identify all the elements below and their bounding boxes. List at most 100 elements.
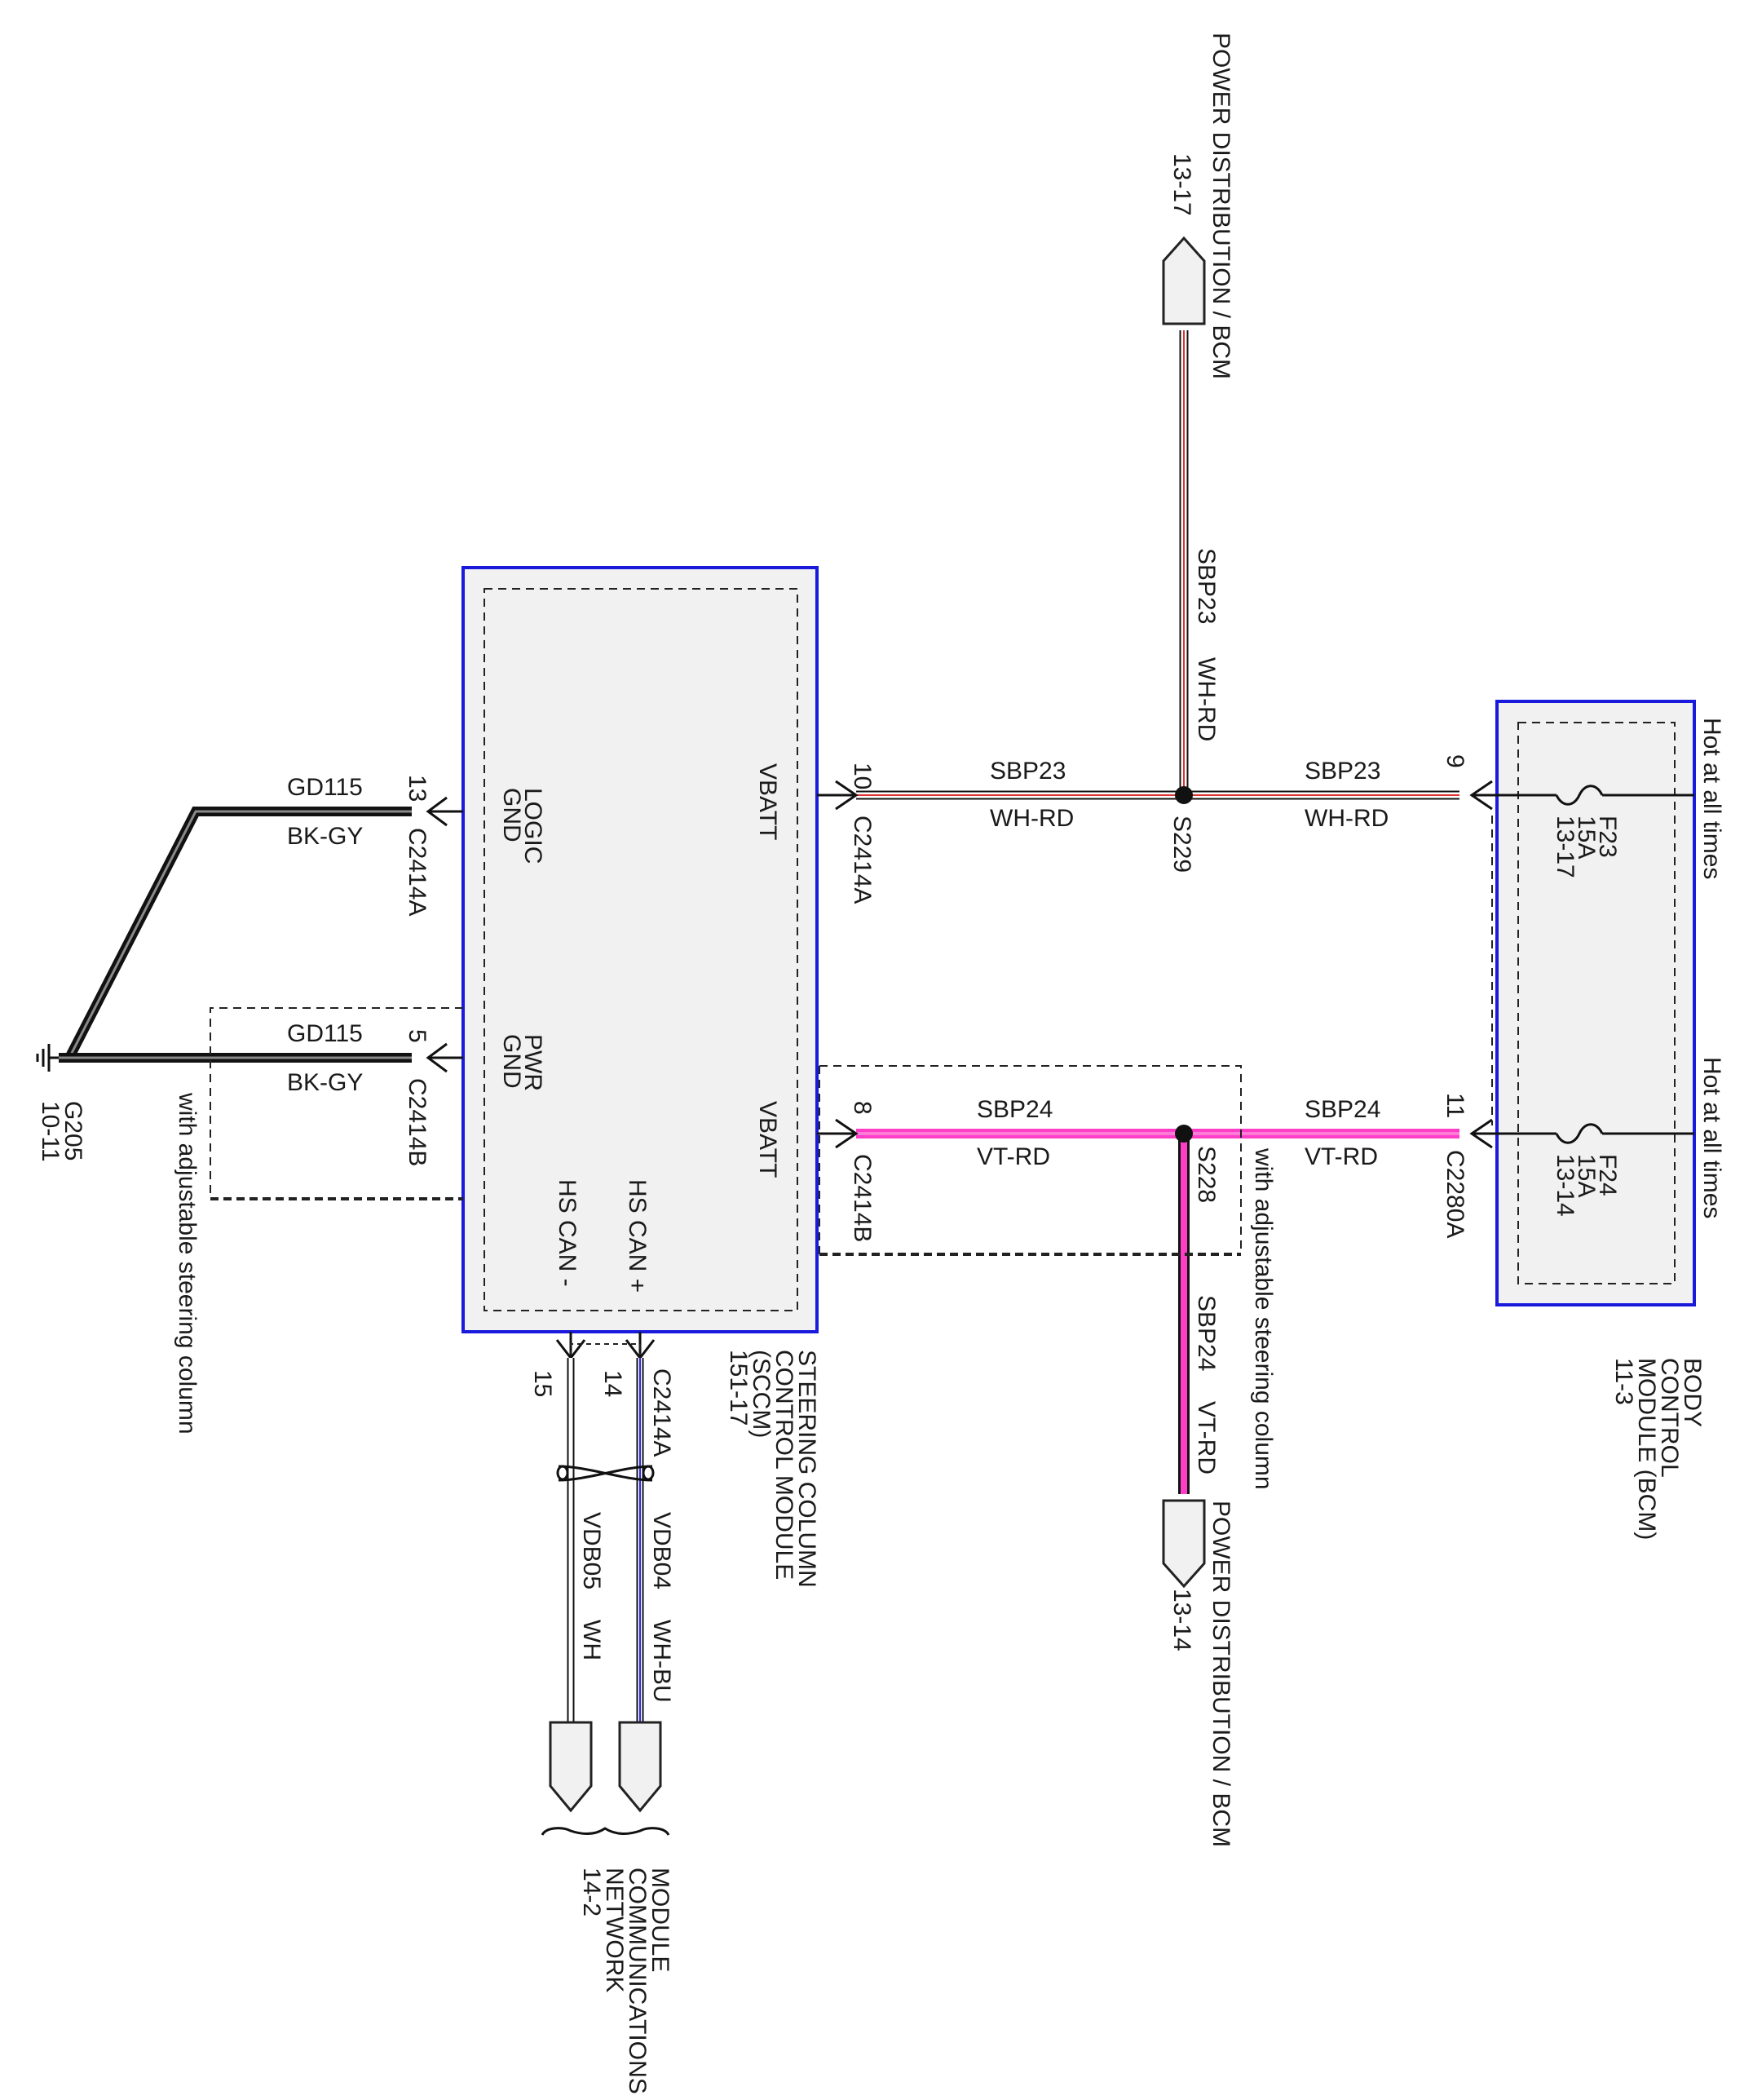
svg-text:STEERING COLUMN: STEERING COLUMN <box>793 1350 820 1588</box>
splice-s229-label: S229 <box>1168 816 1195 873</box>
svg-text:14-2: 14-2 <box>578 1868 605 1917</box>
connector-c2414b-ground: C2414B <box>404 1078 431 1166</box>
vdb04-color: WH-BU <box>648 1620 675 1703</box>
bcm-module[interactable] <box>1495 700 1696 1306</box>
gd115-bottom-circuit: GD115 <box>287 1020 363 1047</box>
svg-text:BODY: BODY <box>1679 1358 1706 1427</box>
gd115-top-circuit: GD115 <box>287 774 363 801</box>
power-dist-top-title: POWER DISTRIBUTION / BCM <box>1208 33 1234 379</box>
fuse-f23-label: F23 15A 13-17 <box>1552 816 1621 878</box>
gd115-bottom-color: BK-GY <box>287 1069 363 1096</box>
svg-text:CONTROL: CONTROL <box>1656 1358 1683 1478</box>
sccm-module[interactable] <box>461 566 819 1333</box>
ground-g205-ref: 10-11 <box>37 1101 64 1162</box>
adjustable-box-right <box>819 1065 1242 1254</box>
sbp23-up-circuit: SBP23 <box>1193 548 1220 624</box>
sccm-pin-pwr: PWR <box>519 1034 546 1091</box>
connector-c2414a-can: C2414A <box>648 1368 675 1457</box>
can-connector-bracket <box>570 1343 641 1355</box>
svg-text:NETWORK: NETWORK <box>601 1868 628 1992</box>
vdb05-color: WH <box>578 1620 605 1660</box>
sbp24-right-circuit: SBP24 <box>1305 1096 1380 1123</box>
power-dist-bottom-page: 13-14 <box>1168 1589 1195 1651</box>
svg-text:F23: F23 <box>1594 816 1621 858</box>
vdb04-circuit: VDB04 <box>648 1512 675 1589</box>
adjustable-note-left: with adjustable steering column <box>174 1092 201 1435</box>
sccm-pin10-arrow <box>835 780 859 811</box>
vdb05-circuit: VDB05 <box>578 1512 605 1589</box>
sbp23-up-color: WH-RD <box>1193 657 1220 741</box>
fuse-f23-icon <box>1555 785 1604 806</box>
sbp24-left-color: VT-RD <box>977 1143 1050 1170</box>
svg-text:(SCCM): (SCCM) <box>748 1350 775 1438</box>
bcm-pin11-arrow <box>1469 1118 1493 1149</box>
sccm-pin-logic: LOGIC <box>519 788 546 864</box>
pin-8-label: 8 <box>849 1101 876 1115</box>
twisted-pair-icon <box>556 1465 655 1482</box>
pin-10-label: 10 <box>849 763 876 789</box>
splice-s228-label: S228 <box>1193 1146 1220 1203</box>
power-dist-bottom-icon[interactable] <box>1162 1499 1206 1589</box>
splice-s229[interactable] <box>1175 786 1193 804</box>
svg-text:15A: 15A <box>1573 1154 1600 1197</box>
connector-c2414a-ground: C2414A <box>404 828 431 916</box>
svg-text:11-3: 11-3 <box>1610 1358 1637 1405</box>
power-dist-top-icon[interactable] <box>1162 236 1206 325</box>
power-dist-bottom-title: POWER DISTRIBUTION / BCM <box>1208 1501 1234 1847</box>
svg-text:151-17: 151-17 <box>725 1350 752 1426</box>
pin-15-label: 15 <box>529 1370 556 1397</box>
svg-text:MODULE: MODULE <box>647 1868 673 1972</box>
ground-g205-name: G205 <box>60 1101 86 1161</box>
sccm-pin-pwr-gnd: GND <box>498 1034 525 1089</box>
svg-text:13-17: 13-17 <box>1552 816 1579 878</box>
pin-13-label: 13 <box>404 775 431 802</box>
sbp23-right-color: WH-RD <box>1305 805 1389 832</box>
pin-11-label: 11 <box>1442 1093 1468 1118</box>
adjustable-note-right: with adjustable steering column <box>1250 1147 1277 1490</box>
connector-c2414b-label: C2414B <box>849 1154 876 1242</box>
sbp23-right-circuit: SBP23 <box>1305 758 1380 785</box>
mcn-label: MODULE COMMUNICATIONS NETWORK 14-2 <box>578 1868 673 2094</box>
sbp24-right-color: VT-RD <box>1305 1143 1378 1170</box>
fuse-f24-label: F24 15A 13-14 <box>1552 1154 1621 1217</box>
svg-text:MODULE (BCM): MODULE (BCM) <box>1633 1358 1660 1540</box>
bcm-name: BODY CONTROL MODULE (BCM) 11-3 <box>1610 1358 1706 1540</box>
gd115-top-color: BK-GY <box>287 823 363 850</box>
sccm-pin-hs-can-minus: HS CAN - <box>554 1179 581 1287</box>
connector-c2280a-label: C2280A <box>1442 1150 1468 1238</box>
power-dist-top-page: 13-17 <box>1168 153 1195 216</box>
svg-text:F24: F24 <box>1594 1154 1621 1196</box>
fuse-f24-icon <box>1555 1123 1604 1144</box>
svg-text:COMMUNICATIONS: COMMUNICATIONS <box>624 1868 651 2094</box>
mcn-vdb04-icon[interactable] <box>618 1721 662 1813</box>
hot-at-all-times-bottom: Hot at all times <box>1698 1057 1725 1218</box>
sccm-pin13-arrow <box>426 796 448 827</box>
sccm-pin-logic-gnd: GND <box>498 788 525 842</box>
pin-9-label: 9 <box>1442 754 1468 768</box>
pin-14-label: 14 <box>599 1370 626 1397</box>
sbp23-left-color: WH-RD <box>990 805 1074 832</box>
adjustable-box-left <box>210 1007 463 1199</box>
sccm-pin-hs-can-plus: HS CAN + <box>624 1179 651 1293</box>
sccm-pin5-arrow <box>426 1042 448 1073</box>
sbp24-left-circuit: SBP24 <box>977 1096 1053 1123</box>
sccm-pin-vbatt-bottom: VBATT <box>754 1101 781 1178</box>
connector-c2414a-label: C2414A <box>849 816 876 904</box>
svg-text:15A: 15A <box>1573 816 1600 859</box>
mcn-vdb05-icon[interactable] <box>549 1721 593 1813</box>
mcn-brace-icon <box>541 1827 670 1836</box>
hot-at-all-times-top: Hot at all times <box>1698 718 1725 879</box>
ground-icon <box>36 1044 59 1072</box>
splice-s228[interactable] <box>1175 1125 1193 1143</box>
svg-text:CONTROL MODULE: CONTROL MODULE <box>771 1350 797 1580</box>
svg-text:13-14: 13-14 <box>1552 1154 1579 1217</box>
sbp24-down-circuit: SBP24 <box>1193 1295 1220 1371</box>
sbp23-left-circuit: SBP23 <box>990 758 1066 785</box>
sccm-pin8-arrow <box>835 1118 859 1149</box>
pin-5-label: 5 <box>404 1029 431 1043</box>
bcm-pin9-arrow <box>1469 780 1493 811</box>
sbp24-down-color: VT-RD <box>1193 1401 1220 1474</box>
sccm-pin-vbatt-top: VBATT <box>754 763 781 840</box>
sccm-name: STEERING COLUMN CONTROL MODULE (SCCM) 15… <box>725 1350 820 1588</box>
